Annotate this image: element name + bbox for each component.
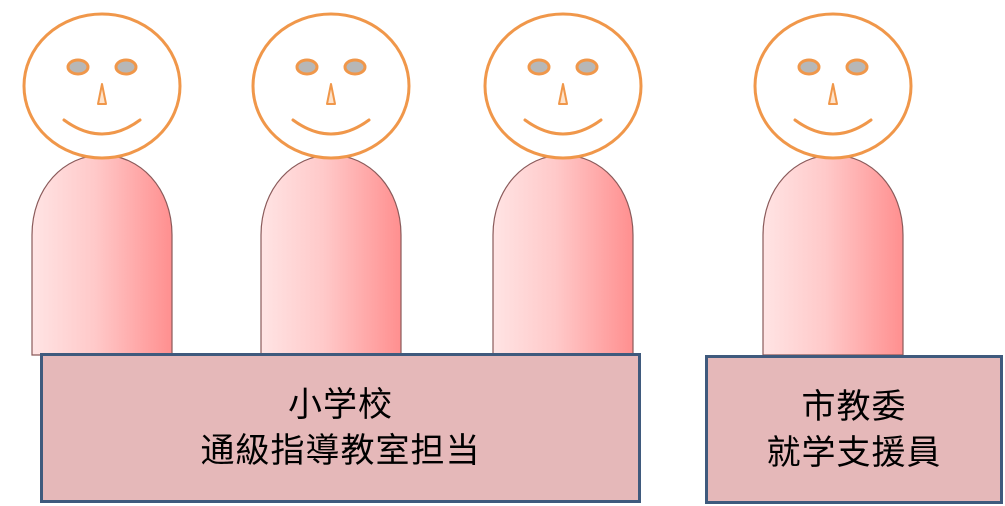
city-box-line1: 市教委 bbox=[801, 386, 907, 427]
school-box-line1: 小学校 bbox=[288, 385, 393, 425]
smile-mouth bbox=[793, 118, 873, 136]
smile-mouth bbox=[62, 118, 142, 136]
person-body bbox=[762, 154, 904, 356]
person-figure bbox=[483, 12, 643, 356]
left-eye-icon bbox=[797, 58, 821, 76]
person-body bbox=[260, 154, 402, 356]
right-eye-icon bbox=[575, 58, 599, 76]
right-eye-icon bbox=[114, 58, 138, 76]
nose-icon bbox=[828, 83, 838, 105]
people-layer bbox=[22, 12, 913, 356]
person-figure bbox=[22, 12, 182, 356]
left-eye-icon bbox=[66, 58, 90, 76]
right-eye-icon bbox=[845, 58, 869, 76]
person-body bbox=[31, 154, 173, 356]
smile-mouth bbox=[523, 118, 603, 136]
right-eye-icon bbox=[343, 58, 367, 76]
nose-icon bbox=[326, 83, 336, 105]
city-board-box: 市教委 就学支援員 bbox=[705, 355, 1003, 504]
left-eye-icon bbox=[295, 58, 319, 76]
person-figure bbox=[251, 12, 411, 356]
smile-mouth bbox=[291, 118, 371, 136]
left-eye-icon bbox=[527, 58, 551, 76]
nose-icon bbox=[558, 83, 568, 105]
person-figure bbox=[753, 12, 913, 356]
person-body bbox=[492, 154, 634, 356]
nose-icon bbox=[97, 83, 107, 105]
school-teachers-box: 小学校 通級指導教室担当 bbox=[40, 353, 641, 503]
school-box-line2: 通級指導教室担当 bbox=[200, 431, 481, 471]
city-box-line2: 就学支援員 bbox=[766, 432, 942, 473]
